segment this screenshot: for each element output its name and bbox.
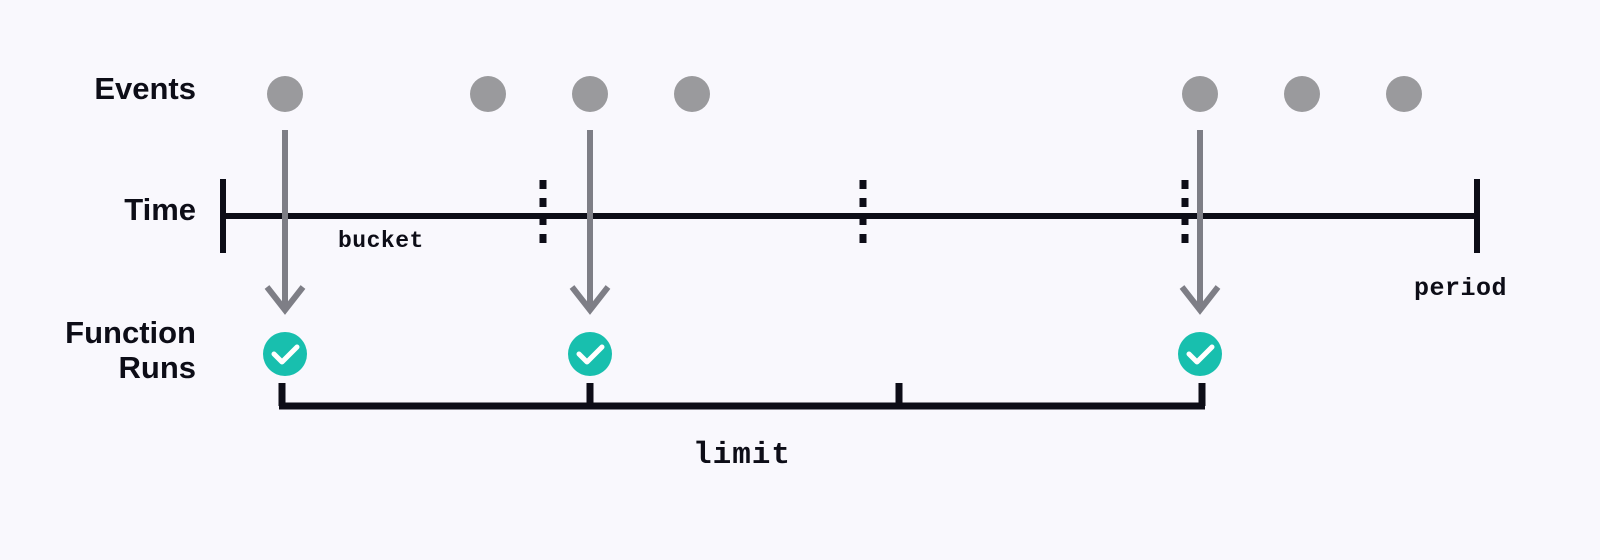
- function-run-badge: [568, 332, 612, 376]
- bucket-label: bucket: [338, 228, 424, 254]
- event-dot: [1284, 76, 1320, 112]
- check-icon: [576, 344, 605, 365]
- event-arrows-group: [264, 130, 1221, 315]
- event-dot: [470, 76, 506, 112]
- timeline-group: [220, 179, 1480, 253]
- check-icon: [1186, 344, 1215, 365]
- row-label-time: Time: [124, 192, 196, 227]
- event-arrow-1: [264, 130, 306, 315]
- event-dot: [572, 76, 608, 112]
- event-dot: [1386, 76, 1422, 112]
- row-label-events: Events: [94, 71, 196, 106]
- row-label-function-runs: Function Runs: [65, 315, 196, 385]
- check-icon: [271, 344, 300, 365]
- event-arrow-2: [569, 130, 611, 315]
- event-dots-group: [267, 76, 1422, 112]
- event-dot: [267, 76, 303, 112]
- function-run-badge: [1178, 332, 1222, 376]
- limit-label: limit: [693, 438, 792, 473]
- function-run-badge: [263, 332, 307, 376]
- function-run-badges-group: [263, 332, 1222, 376]
- limit-bracket-group: [278, 383, 1206, 410]
- event-dot: [1182, 76, 1218, 112]
- event-arrow-3: [1179, 130, 1221, 315]
- period-label: period: [1414, 274, 1508, 303]
- event-dot: [674, 76, 710, 112]
